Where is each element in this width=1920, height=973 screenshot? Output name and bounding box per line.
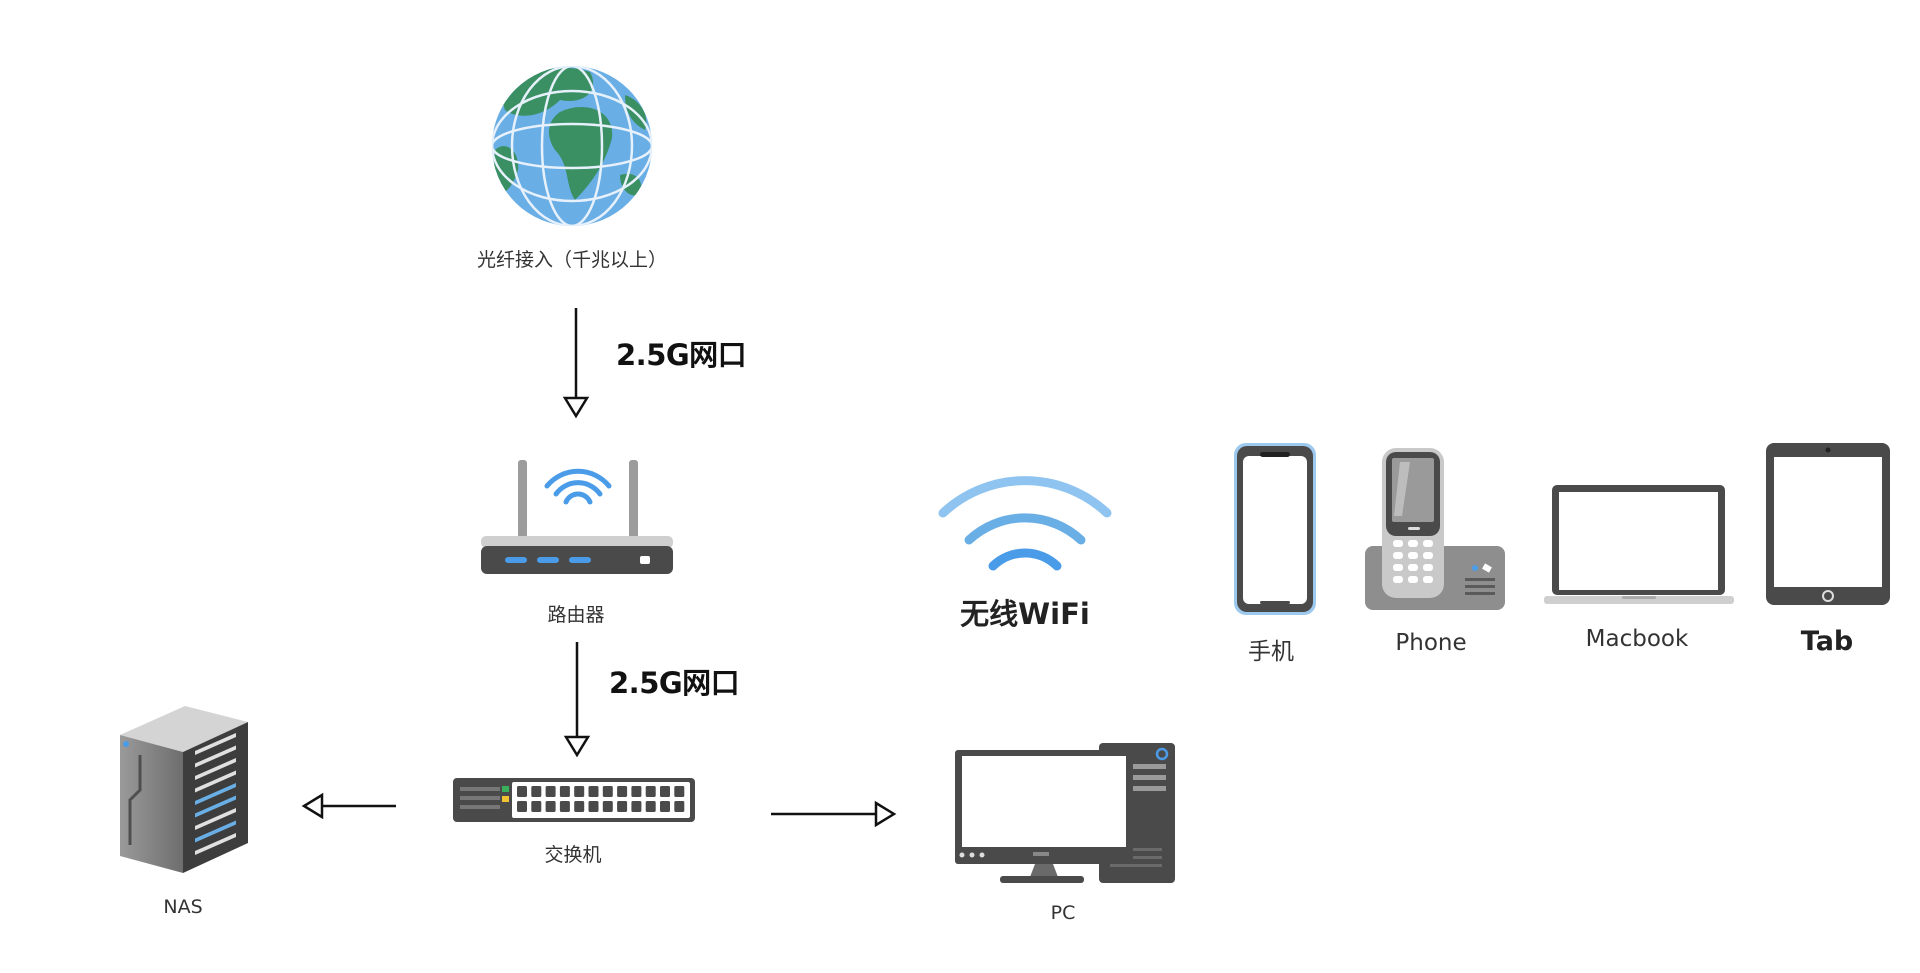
laptop-icon — [1544, 485, 1734, 604]
laptop-label: Macbook — [1585, 626, 1689, 652]
arrow-switch-to-pc — [771, 800, 897, 828]
switch-port — [617, 786, 628, 797]
switch-port — [674, 801, 685, 812]
switch-port — [631, 801, 642, 812]
switch-port — [574, 786, 585, 797]
phone-key — [1423, 564, 1433, 571]
switch-port — [531, 786, 542, 797]
pc-label: PC — [1050, 902, 1076, 924]
switch-port — [517, 786, 527, 797]
cordless-phone-label: Phone — [1395, 630, 1467, 656]
switch-ports — [517, 786, 685, 812]
phone-key — [1393, 564, 1403, 571]
switch-port — [517, 801, 527, 812]
phone-key — [1393, 552, 1403, 559]
nas-drive-bays — [195, 733, 236, 855]
switch-port — [602, 801, 613, 812]
switch-port — [531, 801, 542, 812]
wifi-icon — [938, 476, 1112, 571]
phone-key — [1393, 540, 1403, 547]
switch-port — [559, 801, 570, 812]
phone-key — [1393, 576, 1403, 583]
phone-key — [1408, 552, 1418, 559]
nas-label: NAS — [163, 896, 203, 918]
nas-drive-bay — [195, 820, 236, 843]
router-label: 路由器 — [547, 604, 605, 626]
desktop-computer-icon — [955, 743, 1175, 883]
switch-port — [645, 786, 656, 797]
switch-port — [545, 801, 556, 812]
nas-drive-bay — [195, 745, 236, 768]
network-switch-icon — [453, 778, 695, 822]
globe-icon — [492, 66, 652, 226]
router-switch-port-label: 2.5G网口 — [609, 666, 740, 700]
switch-port — [574, 801, 585, 812]
arrow-internet-to-router — [562, 308, 590, 419]
tablet-icon — [1766, 443, 1890, 605]
switch-port — [545, 786, 556, 797]
internet-label: 光纤接入（千兆以上） — [476, 249, 668, 271]
router-icon — [481, 460, 673, 574]
arrow-switch-to-nas — [301, 792, 396, 820]
switch-port — [602, 786, 613, 797]
switch-port — [588, 786, 599, 797]
switch-port — [617, 801, 628, 812]
nas-drive-bay — [195, 795, 236, 818]
nas-drive-bay — [195, 770, 236, 793]
wifi-label: 无线WiFi — [960, 597, 1090, 631]
nas-drive-bay — [195, 733, 236, 755]
switch-port — [674, 786, 685, 797]
phone-keypad — [1393, 540, 1433, 583]
switch-port — [588, 801, 599, 812]
phone-key — [1423, 552, 1433, 559]
phone-key — [1408, 564, 1418, 571]
switch-label: 交换机 — [544, 844, 602, 866]
phone-key — [1408, 540, 1418, 547]
nas-drive-bay — [195, 833, 236, 855]
arrow-router-to-switch — [563, 642, 591, 758]
switch-port — [660, 801, 670, 812]
nas-drive-bay — [195, 758, 236, 780]
cordless-phone-icon — [1365, 448, 1505, 610]
nas-drive-bay — [195, 808, 236, 830]
phone-key — [1423, 540, 1433, 547]
nas-drive-bay — [195, 783, 236, 805]
switch-port — [660, 786, 670, 797]
smartphone-label: 手机 — [1248, 639, 1294, 665]
phone-key — [1423, 576, 1433, 583]
phone-key — [1408, 576, 1418, 583]
switch-port — [631, 786, 642, 797]
smartphone-icon — [1234, 443, 1316, 615]
internet-router-port-label: 2.5G网口 — [616, 338, 747, 372]
server-icon — [120, 706, 248, 873]
tablet-label: Tab — [1800, 626, 1854, 657]
switch-port — [559, 786, 570, 797]
switch-port — [645, 801, 656, 812]
